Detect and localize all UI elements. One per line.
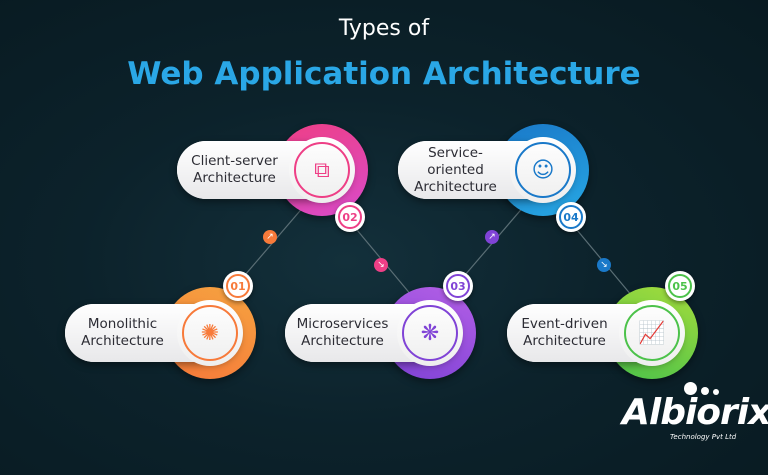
node-label-line: Microservices [296, 316, 389, 332]
growth-chart-icon: 📈 [624, 305, 680, 361]
step-number-badge: 04 [556, 202, 586, 232]
node-icon-circle: ☺ [510, 137, 576, 203]
microservices-icon: ❋ [402, 305, 458, 361]
node-label-line: Event-driven [521, 316, 608, 332]
step-number-badge: 03 [443, 271, 473, 301]
heading-title: Web Application Architecture [127, 56, 641, 92]
node-label-line: Architecture [414, 178, 497, 195]
step-number-badge: 05 [665, 271, 695, 301]
logo-tagline: Technology Pvt Ltd [670, 433, 737, 441]
node-label-line: Architecture [193, 170, 276, 186]
arrow-icon: ↘ [597, 258, 611, 272]
step-number: 04 [559, 205, 583, 229]
client-server-icon: ⧉ [294, 142, 350, 198]
step-number: 05 [668, 274, 692, 298]
node-icon-circle: 📈 [619, 300, 685, 366]
step-number-badge: 01 [223, 271, 253, 301]
logo-dots [684, 380, 723, 399]
heading-line1: Types of [338, 16, 430, 41]
step-number: 01 [226, 274, 250, 298]
node-icon-circle: ✺ [177, 300, 243, 366]
step-number: 02 [338, 205, 362, 229]
node-label-line: Architecture [301, 333, 384, 349]
step-number-badge: 02 [335, 202, 365, 232]
node-label-line: Architecture [81, 333, 164, 349]
node-label-line: Service- [428, 144, 483, 161]
node-label-line: Architecture [523, 333, 606, 349]
node-label-line: oriented [427, 161, 484, 178]
node-label-line: Monolithic [87, 316, 158, 332]
logo-wordmark: Albiorix [622, 392, 768, 433]
albiorix-logo: Albiorix Technology Pvt Ltd [622, 382, 768, 441]
network-hub-icon: ✺ [182, 305, 238, 361]
service-user-icon: ☺ [515, 142, 571, 198]
arrow-icon: ↗ [485, 230, 499, 244]
node-label-line: Client-server [191, 153, 278, 169]
arrow-icon: ↘ [374, 258, 388, 272]
arrow-icon: ↗ [263, 230, 277, 244]
node-icon-circle: ⧉ [289, 137, 355, 203]
step-number: 03 [446, 274, 470, 298]
node-icon-circle: ❋ [397, 300, 463, 366]
